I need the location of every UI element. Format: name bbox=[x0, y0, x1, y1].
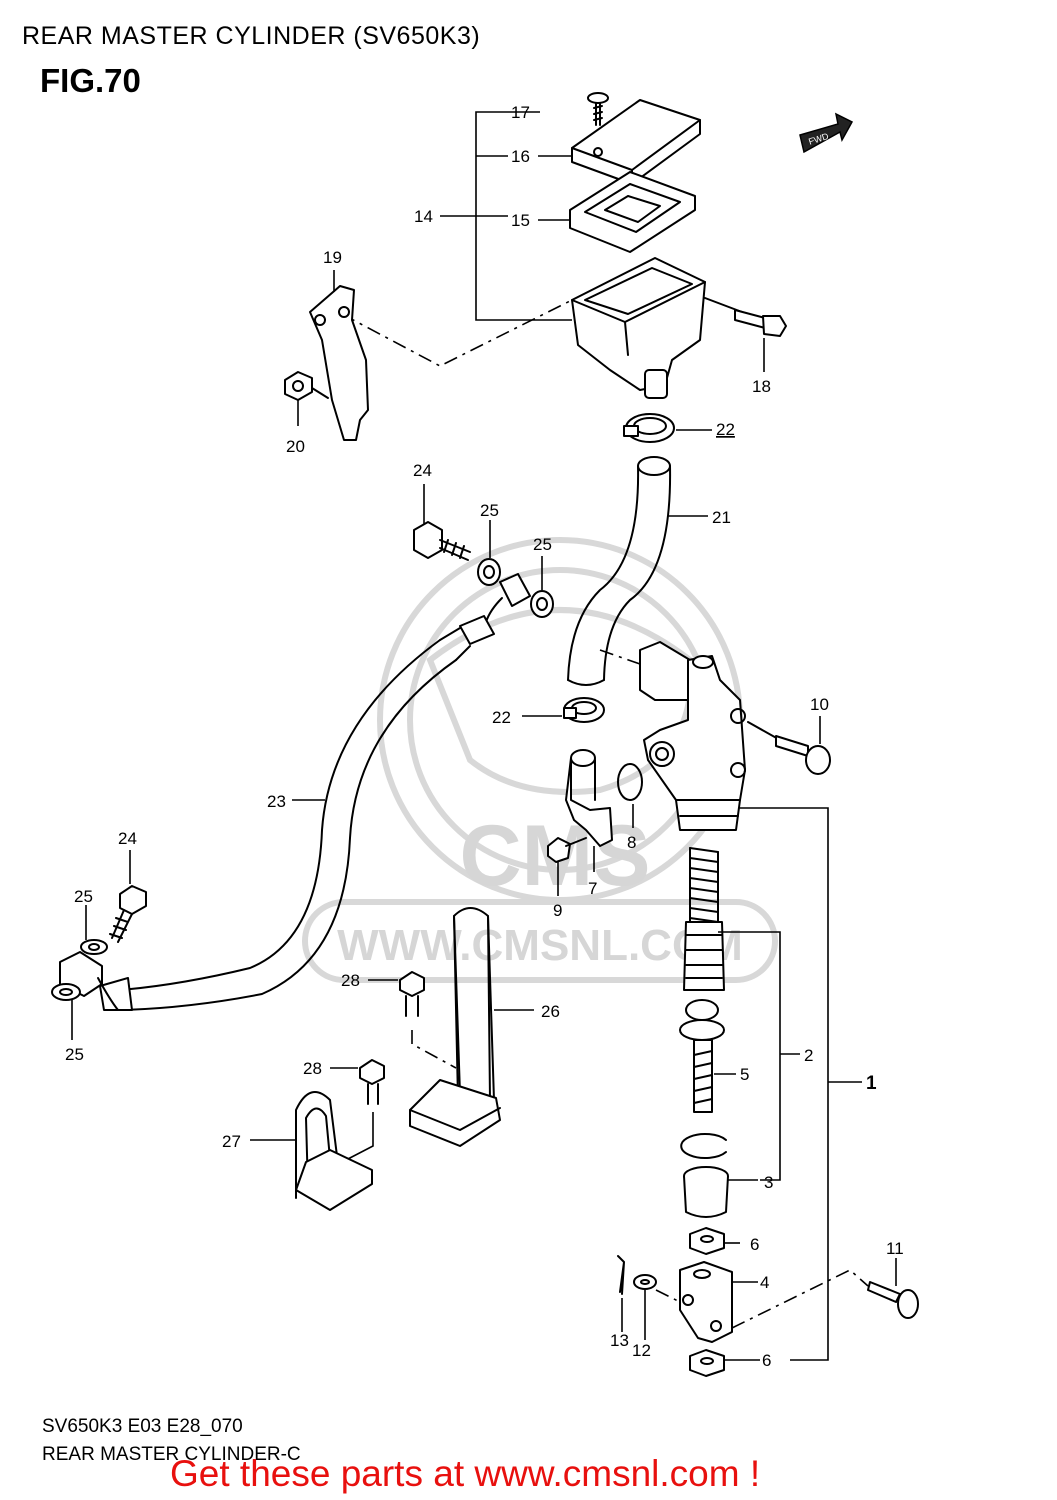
figure-number: FIG.70 bbox=[40, 62, 141, 99]
master-cylinder-body bbox=[599, 641, 746, 831]
callout-1: 1 bbox=[866, 1073, 877, 1094]
bolt-10 bbox=[747, 716, 831, 775]
group-2-bracket bbox=[718, 931, 781, 1181]
o-ring-8 bbox=[617, 763, 643, 801]
washer-25-a bbox=[477, 558, 501, 586]
push-rod-5 bbox=[679, 999, 736, 1113]
banjo-bolt-24-upper bbox=[413, 484, 471, 561]
hose-guide-27 bbox=[250, 1091, 373, 1211]
washer-25-d bbox=[51, 983, 81, 1001]
callout-27: 27 bbox=[222, 1132, 241, 1151]
callout-14: 14 bbox=[414, 207, 433, 226]
callout-20: 20 bbox=[286, 437, 305, 456]
callout-6-lower: 6 bbox=[762, 1351, 771, 1370]
callout-22-lower: 22 bbox=[492, 708, 511, 727]
callout-19: 19 bbox=[323, 248, 342, 267]
hose-guide-26 bbox=[409, 907, 534, 1147]
callout-12: 12 bbox=[632, 1341, 651, 1360]
fwd-arrow-icon: FWD bbox=[799, 112, 854, 154]
callout-24-lower: 24 bbox=[118, 829, 137, 848]
callout-26: 26 bbox=[541, 1002, 560, 1021]
callout-21: 21 bbox=[712, 508, 731, 527]
clamp-22-lower bbox=[522, 697, 605, 723]
guide-line-19 bbox=[341, 299, 573, 367]
callout-2: 2 bbox=[804, 1046, 813, 1065]
washer-25-b bbox=[530, 590, 554, 618]
bracket-19 bbox=[309, 270, 369, 441]
callout-23: 23 bbox=[267, 792, 286, 811]
diagram-code: SV650K3 E03 E28_070 bbox=[42, 1416, 243, 1437]
boot-3 bbox=[683, 1166, 758, 1218]
nut-6-lower bbox=[689, 1349, 760, 1377]
callout-11: 11 bbox=[886, 1239, 904, 1258]
clamp-22-upper bbox=[623, 413, 712, 443]
banjo-bolt-24-lower bbox=[109, 850, 147, 943]
joint-7 bbox=[565, 749, 613, 872]
washer-12 bbox=[633, 1274, 657, 1290]
callout-3: 3 bbox=[764, 1173, 773, 1192]
callout-13: 13 bbox=[610, 1331, 629, 1350]
callout-25-d: 25 bbox=[65, 1045, 84, 1064]
page-title: REAR MASTER CYLINDER (SV650K3) bbox=[22, 22, 481, 50]
spring-piston-2 bbox=[683, 847, 725, 991]
watermark-url: WWW.CMSNL.COM bbox=[337, 921, 743, 970]
screw-9 bbox=[547, 837, 587, 896]
callout-4: 4 bbox=[760, 1273, 769, 1292]
screw-17 bbox=[587, 92, 609, 126]
callout-18: 18 bbox=[752, 377, 771, 396]
bolt-18 bbox=[704, 297, 787, 372]
nut-6-upper bbox=[689, 1227, 740, 1255]
pin-11 bbox=[731, 1258, 919, 1329]
nut-20 bbox=[284, 371, 329, 426]
callout-7: 7 bbox=[588, 879, 597, 898]
callout-24-upper: 24 bbox=[413, 461, 432, 480]
callout-16: 16 bbox=[511, 147, 530, 166]
callout-22-upper: 22 bbox=[716, 420, 735, 439]
callout-15: 15 bbox=[511, 211, 530, 230]
reservoir-body bbox=[571, 257, 706, 399]
hose-21 bbox=[567, 456, 708, 686]
callout-6-upper: 6 bbox=[750, 1235, 759, 1254]
bolt-28-lower bbox=[330, 1059, 385, 1161]
bolt-28-upper bbox=[368, 971, 457, 1069]
callout-28-upper: 28 bbox=[341, 971, 360, 990]
watermark-band bbox=[302, 899, 778, 983]
reservoir-cap-16 bbox=[571, 99, 701, 185]
clevis-4 bbox=[679, 1261, 758, 1343]
callout-10: 10 bbox=[810, 695, 829, 714]
callout-25-a: 25 bbox=[480, 501, 499, 520]
callout-28-lower: 28 bbox=[303, 1059, 322, 1078]
group-14-bracket bbox=[440, 111, 572, 321]
callout-labels: 1 2 3 4 5 6 6 7 8 9 10 11 12 13 14 15 16… bbox=[65, 103, 904, 1370]
callout-9: 9 bbox=[553, 901, 562, 920]
promo-link[interactable]: Get these parts at www.cmsnl.com ! bbox=[170, 1453, 761, 1494]
callout-17: 17 bbox=[511, 103, 530, 122]
diaphragm-15 bbox=[569, 171, 696, 253]
callout-25-b: 25 bbox=[533, 535, 552, 554]
circlip bbox=[680, 1133, 727, 1159]
cotter-pin-13 bbox=[617, 1255, 625, 1332]
callout-8: 8 bbox=[627, 833, 636, 852]
brake-hose-23 bbox=[99, 573, 531, 1011]
diagram-name: REAR MASTER CYLINDER-C bbox=[42, 1444, 301, 1465]
callout-25-c: 25 bbox=[74, 887, 93, 906]
washer-25-c bbox=[80, 939, 108, 955]
callout-5: 5 bbox=[740, 1065, 749, 1084]
group-1-bracket bbox=[738, 807, 829, 1361]
